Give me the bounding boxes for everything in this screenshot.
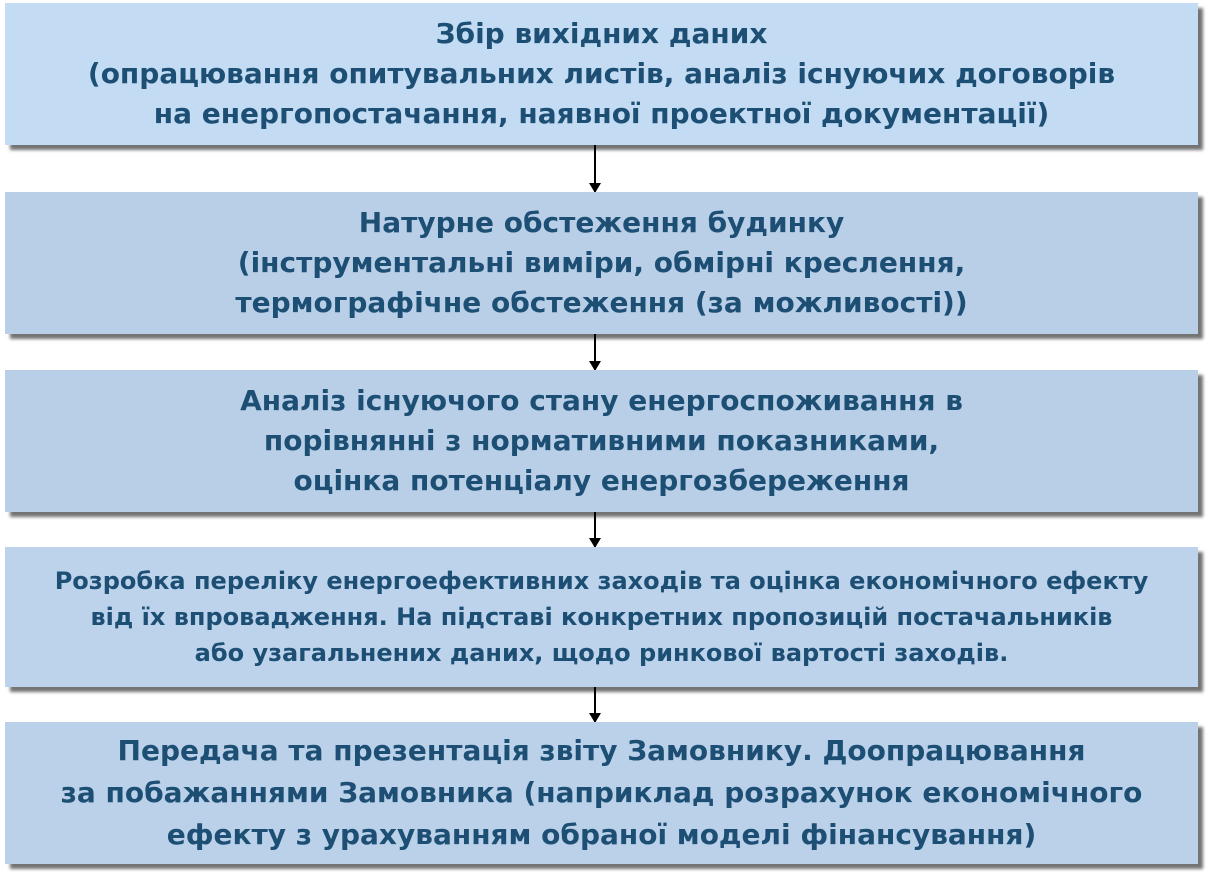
step-2-site-survey: Натурне обстеження будинку (інструментал…: [5, 192, 1198, 334]
step-2-line-3: термографічне обстеження (за можливості)…: [235, 286, 968, 319]
step-3-line-1: Аналіз існуючого стану енергоспоживання …: [240, 384, 963, 417]
step-5-line-1: Передача та презентація звіту Замовнику.…: [117, 734, 1086, 767]
arrow-down-icon: [589, 512, 601, 548]
step-3-consumption-analysis: Аналіз існуючого стану енергоспоживання …: [5, 370, 1198, 512]
step-2-line-1: Натурне обстеження будинку: [358, 206, 845, 239]
step-5-line-3: ефекту з урахуванням обраної моделі фіна…: [166, 818, 1037, 851]
step-3-line-3: оцінка потенціалу енергозбереження: [293, 464, 910, 497]
step-5-report-presentation: Передача та презентація звіту Замовнику.…: [5, 722, 1198, 864]
arrow-down-icon: [589, 687, 601, 723]
step-1-line-2: (опрацювання опитувальних листів, аналіз…: [87, 57, 1116, 90]
step-4-line-3: або узагальнених даних, щодо ринкової ва…: [194, 639, 1009, 667]
step-2-line-2: (інструментальні виміри, обмірні креслен…: [237, 246, 966, 279]
step-4-line-1: Розробка переліку енергоефективних заход…: [54, 567, 1149, 595]
step-4-measures-development: Розробка переліку енергоефективних заход…: [5, 547, 1198, 687]
step-1-data-collection: Збір вихідних даних (опрацювання опитува…: [5, 3, 1198, 145]
arrow-down-icon: [589, 145, 601, 193]
step-4-line-2: від їх впровадження. На підставі конкрет…: [90, 603, 1113, 631]
step-5-line-2: за побажаннями Замовника (наприклад розр…: [60, 776, 1143, 809]
arrow-down-icon: [589, 334, 601, 371]
step-1-line-3: на енергопостачання, наявної проектної д…: [153, 97, 1050, 130]
step-3-line-2: порівнянні з нормативними показниками,: [263, 424, 940, 457]
step-1-line-1: Збір вихідних даних: [435, 17, 768, 50]
